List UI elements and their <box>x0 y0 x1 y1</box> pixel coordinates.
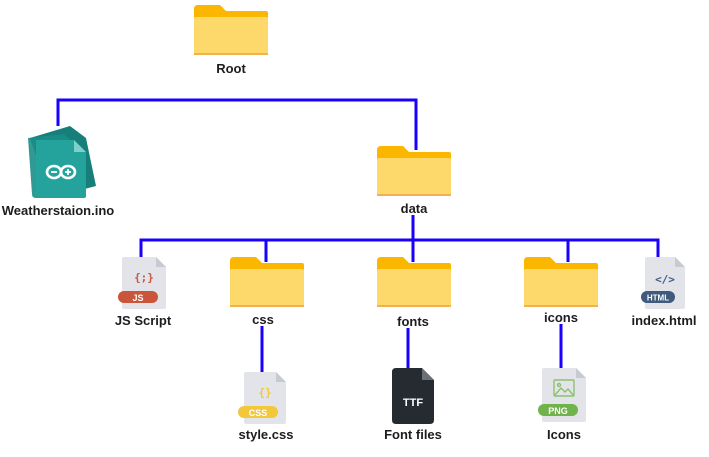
fonts-folder-icon[interactable] <box>377 257 451 307</box>
css-badge: CSS <box>249 408 268 418</box>
html-file-icon[interactable]: </> HTML <box>641 257 685 309</box>
css-file-icon[interactable]: {} CSS <box>238 372 286 424</box>
fontfiles-label: Font files <box>384 427 442 442</box>
css-folder-icon[interactable] <box>230 257 304 307</box>
js-label: JS Script <box>114 313 172 328</box>
js-glyph: {;} <box>134 271 154 284</box>
html-glyph: </> <box>655 273 675 286</box>
connectors <box>56 98 660 372</box>
png-badge: PNG <box>548 406 568 416</box>
css-label: css <box>252 312 274 327</box>
ino-label: Weatherstaion.ino <box>1 203 115 218</box>
html-badge: HTML <box>647 294 669 303</box>
data-label: data <box>400 201 428 216</box>
arduino-logo-icon <box>45 164 77 180</box>
image-glyph-icon <box>553 379 575 397</box>
js-file-icon[interactable]: {;} JS <box>118 257 166 309</box>
png-file-icon[interactable]: PNG <box>538 368 586 422</box>
edge-data-bus <box>139 238 660 262</box>
ttf-file-icon[interactable]: TTF <box>392 368 434 424</box>
root-folder-icon[interactable] <box>194 5 268 55</box>
root-label: Root <box>216 61 246 76</box>
icons-label: icons <box>544 310 578 325</box>
pngicons-label: Icons <box>547 427 581 442</box>
fonts-label: fonts <box>397 314 429 329</box>
arduino-file-icon[interactable] <box>28 126 96 198</box>
ttf-glyph: TTF <box>403 397 423 409</box>
icons-folder-icon[interactable] <box>524 257 598 307</box>
css-glyph: {} <box>258 386 271 399</box>
edge-root-ino <box>56 98 418 150</box>
data-folder-icon[interactable] <box>377 146 451 196</box>
html-label: index.html <box>631 313 697 328</box>
stylecss-label: style.css <box>238 427 294 442</box>
js-badge: JS <box>132 293 143 303</box>
